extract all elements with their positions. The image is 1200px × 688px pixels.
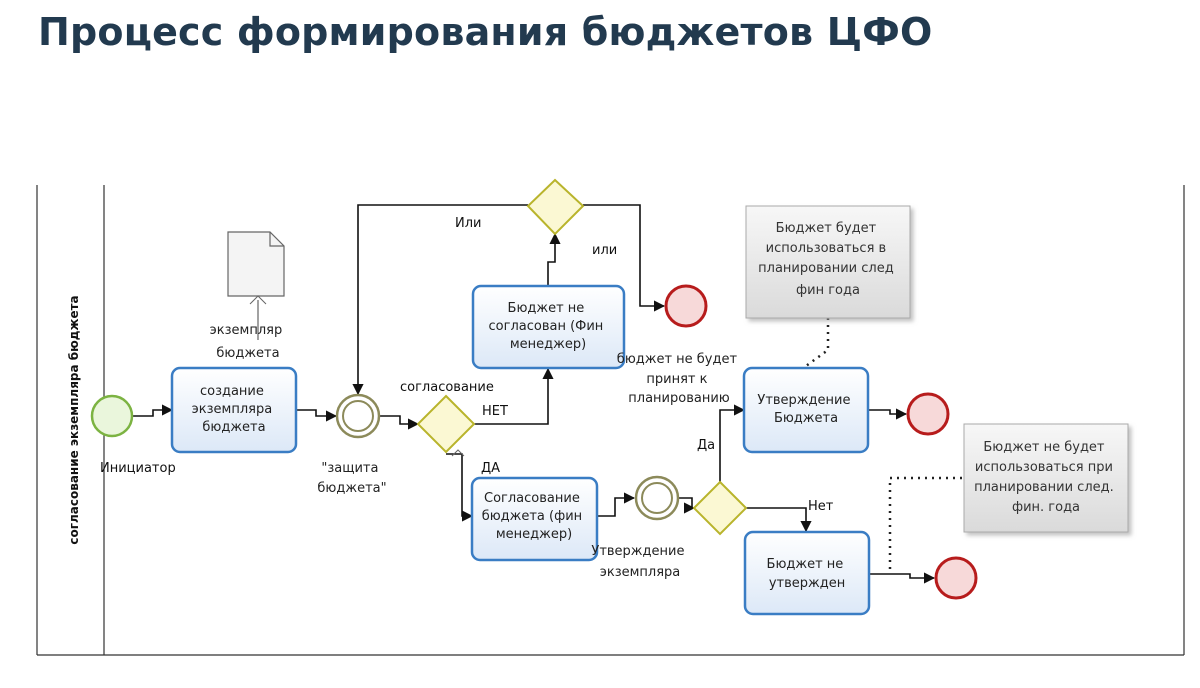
flow-approve-end2 [868, 408, 908, 420]
approval-copy-label: Утверждение экземпляра [591, 544, 688, 580]
flow-event-gw1 [380, 415, 420, 430]
task-agree-budget[interactable]: Согласование бюджета (фин менеджер) [470, 476, 599, 562]
lane-label: согласование экземпляра бюджета [67, 295, 81, 544]
flow-start-create [131, 404, 174, 417]
flow-gw1-agree [446, 453, 474, 522]
annotation-top: Бюджет будет использоваться в планирован… [745, 205, 911, 319]
task-create-label: создание экземпляра бюджета [192, 384, 277, 435]
gateway-or[interactable] [526, 178, 585, 236]
task-approve-budget[interactable]: Утверждение Бюджета [742, 366, 870, 454]
flow-event-gw3 [679, 497, 696, 514]
annotation-top-text: Бюджет будет использоваться в планирован… [758, 221, 898, 298]
task-budget-not-approved[interactable]: Бюджет не утвержден [743, 530, 871, 616]
task-approve-label: Утверждение Бюджета [757, 393, 854, 426]
no-upper-label: НЕТ [482, 404, 508, 419]
flow-create-event [296, 409, 338, 422]
flow-gw3-notapproved [746, 507, 812, 533]
gateway-approval[interactable] [692, 480, 748, 536]
flow-gw2-end1 [583, 204, 666, 312]
end-event-approved[interactable] [906, 392, 950, 436]
gateway-agreement[interactable] [416, 394, 476, 457]
yes-label: Да [697, 438, 715, 453]
intermediate-event-approval-copy[interactable] [634, 475, 680, 521]
yes-lower-label: ДА [481, 461, 500, 476]
flow-gw2-loop [352, 204, 528, 396]
sequence-flows [131, 204, 936, 584]
defense-label: "защита бюджета" [317, 461, 386, 496]
task-budget-not-agreed[interactable]: Бюджет не согласован (Фин менеджер) [471, 284, 626, 370]
task-not-agreed-label: Бюджет не согласован (Фин менеджер) [489, 301, 608, 352]
document-label: экземпляр бюджета [210, 323, 287, 361]
initiator-label: Инициатор [100, 461, 176, 476]
flow-agree-event [597, 492, 636, 517]
associations [805, 318, 962, 572]
no-label: Нет [808, 499, 834, 514]
agreement-label: согласование [400, 380, 494, 395]
or-right-label: или [592, 243, 617, 258]
document-icon[interactable] [227, 231, 285, 305]
assoc-top-note [805, 318, 830, 368]
task-not-approved-label: Бюджет не утвержден [767, 557, 848, 591]
page-title: Процесс формирования бюджетов ЦФО [38, 10, 933, 54]
annotation-bottom-text: Бюджет не будет использоваться при плани… [974, 440, 1118, 515]
task-agree-label: Согласование бюджета (фин менеджер) [482, 491, 587, 542]
start-event[interactable] [90, 394, 134, 438]
not-accepted-label: бюджет не будет принят к планированию [617, 352, 741, 406]
task-create-budget[interactable]: создание экземпляра бюджета [170, 366, 298, 454]
flow-gw3-approve [719, 404, 746, 482]
flow-notagreed-gw2 [547, 232, 561, 286]
end-event-not-approved[interactable] [934, 556, 978, 600]
annotation-bottom: Бюджет не будет использоваться при плани… [963, 423, 1129, 533]
or-left-label: Или [455, 216, 481, 231]
assoc-bottom-note [888, 476, 962, 572]
end-event-not-accepted[interactable] [664, 284, 708, 328]
flow-notapproved-end3 [869, 572, 936, 584]
flow-gw1-notagreed [474, 367, 554, 425]
intermediate-event-defense[interactable] [335, 393, 381, 439]
